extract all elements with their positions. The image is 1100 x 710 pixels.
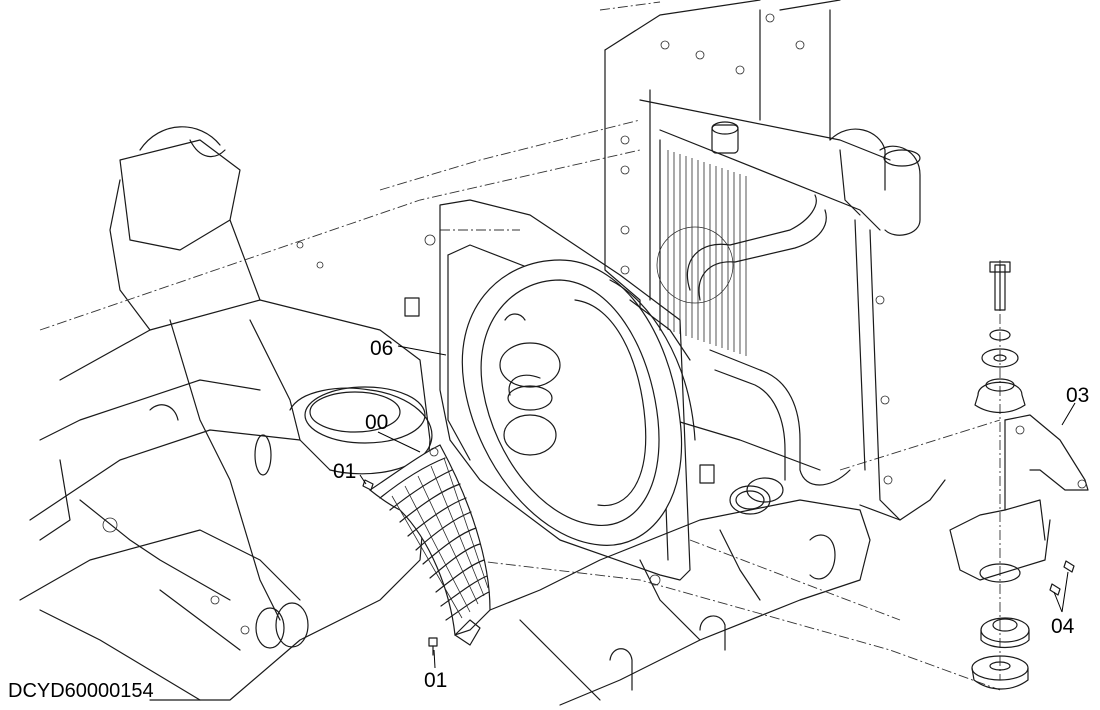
leader-lines xyxy=(359,345,1076,669)
label-00: 00 xyxy=(365,411,388,434)
radiator-fins xyxy=(667,150,747,356)
fan-guard xyxy=(368,444,491,646)
fan-shroud xyxy=(404,199,784,586)
label-01-upper: 01 xyxy=(333,460,356,483)
mount-bracket xyxy=(949,261,1089,690)
reference-lines xyxy=(39,1,1001,691)
radiator-bolts xyxy=(620,13,893,485)
label-03: 03 xyxy=(1066,384,1089,407)
upper-frame xyxy=(19,126,433,701)
drawing-code: DCYD60000154 xyxy=(8,680,154,702)
label-06: 06 xyxy=(370,337,393,360)
label-01-lower: 01 xyxy=(424,669,447,692)
label-04: 04 xyxy=(1051,615,1075,638)
lower-frame xyxy=(489,479,946,706)
